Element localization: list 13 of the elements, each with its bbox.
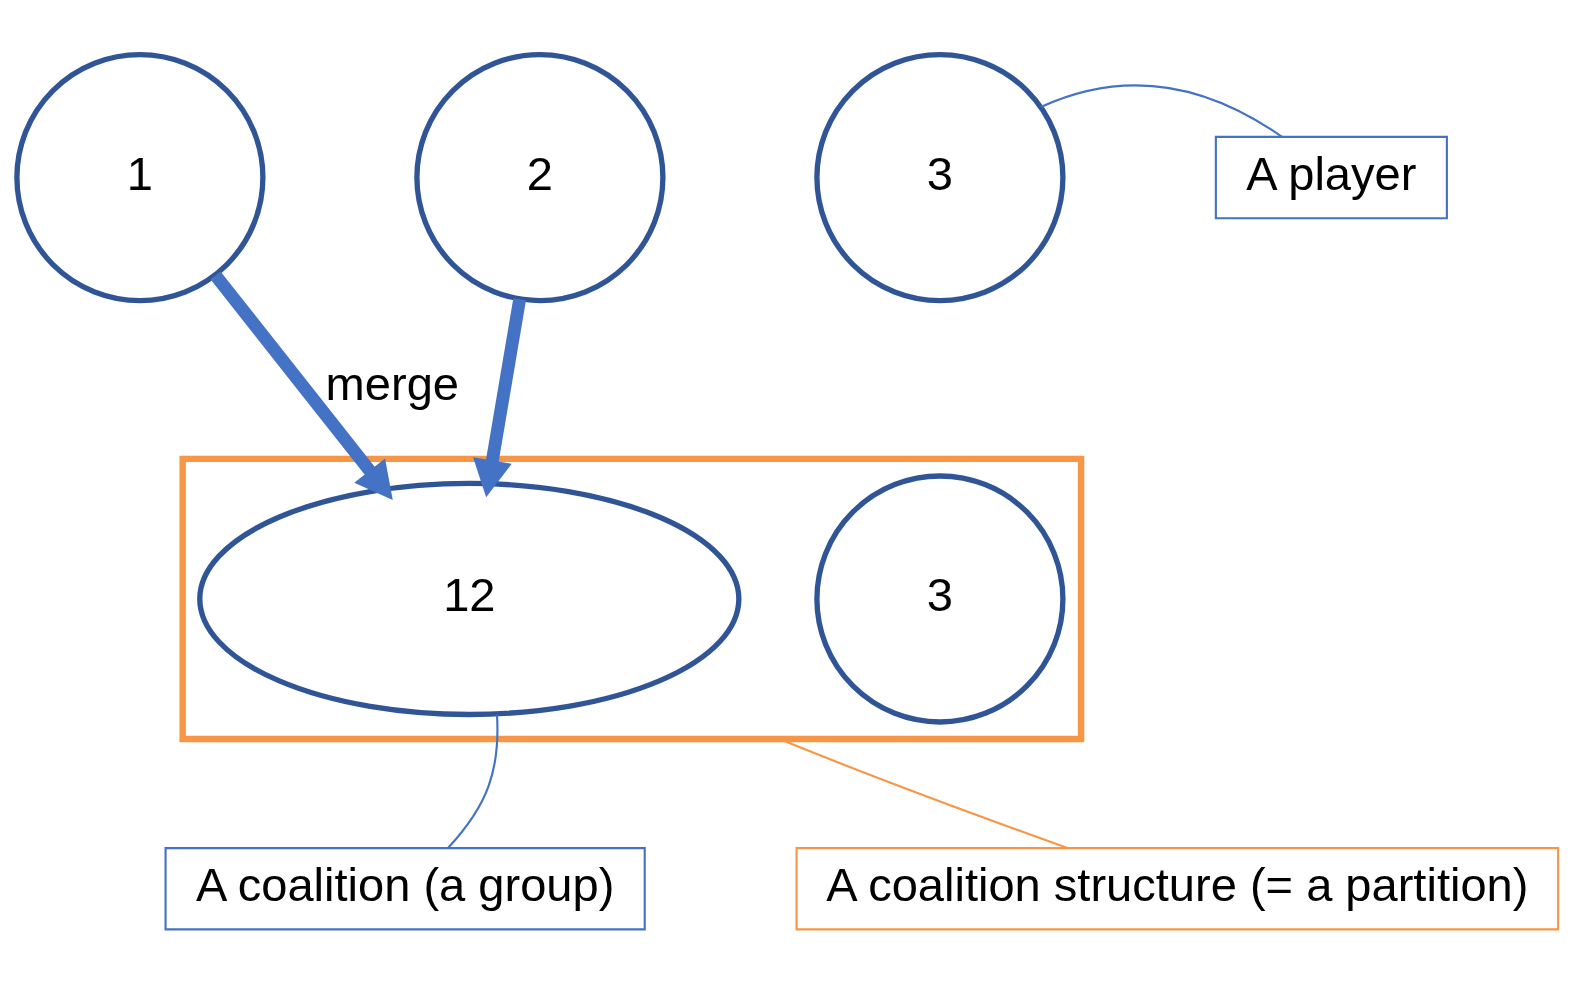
node-circle: 2	[414, 51, 666, 303]
edge-label: merge	[325, 356, 459, 410]
node-circle: 1	[14, 51, 266, 303]
connector	[447, 714, 499, 849]
node-box: A coalition structure (= a partition)	[795, 846, 1560, 930]
arrow	[473, 297, 526, 497]
node-ellipse: 12	[197, 480, 742, 717]
node-box: A coalition (a group)	[164, 846, 646, 930]
node-box: A player	[1214, 135, 1448, 219]
node-circle: 3	[814, 472, 1066, 725]
arrow	[210, 270, 393, 500]
node-circle: 3	[814, 51, 1066, 303]
connector	[1040, 83, 1283, 138]
